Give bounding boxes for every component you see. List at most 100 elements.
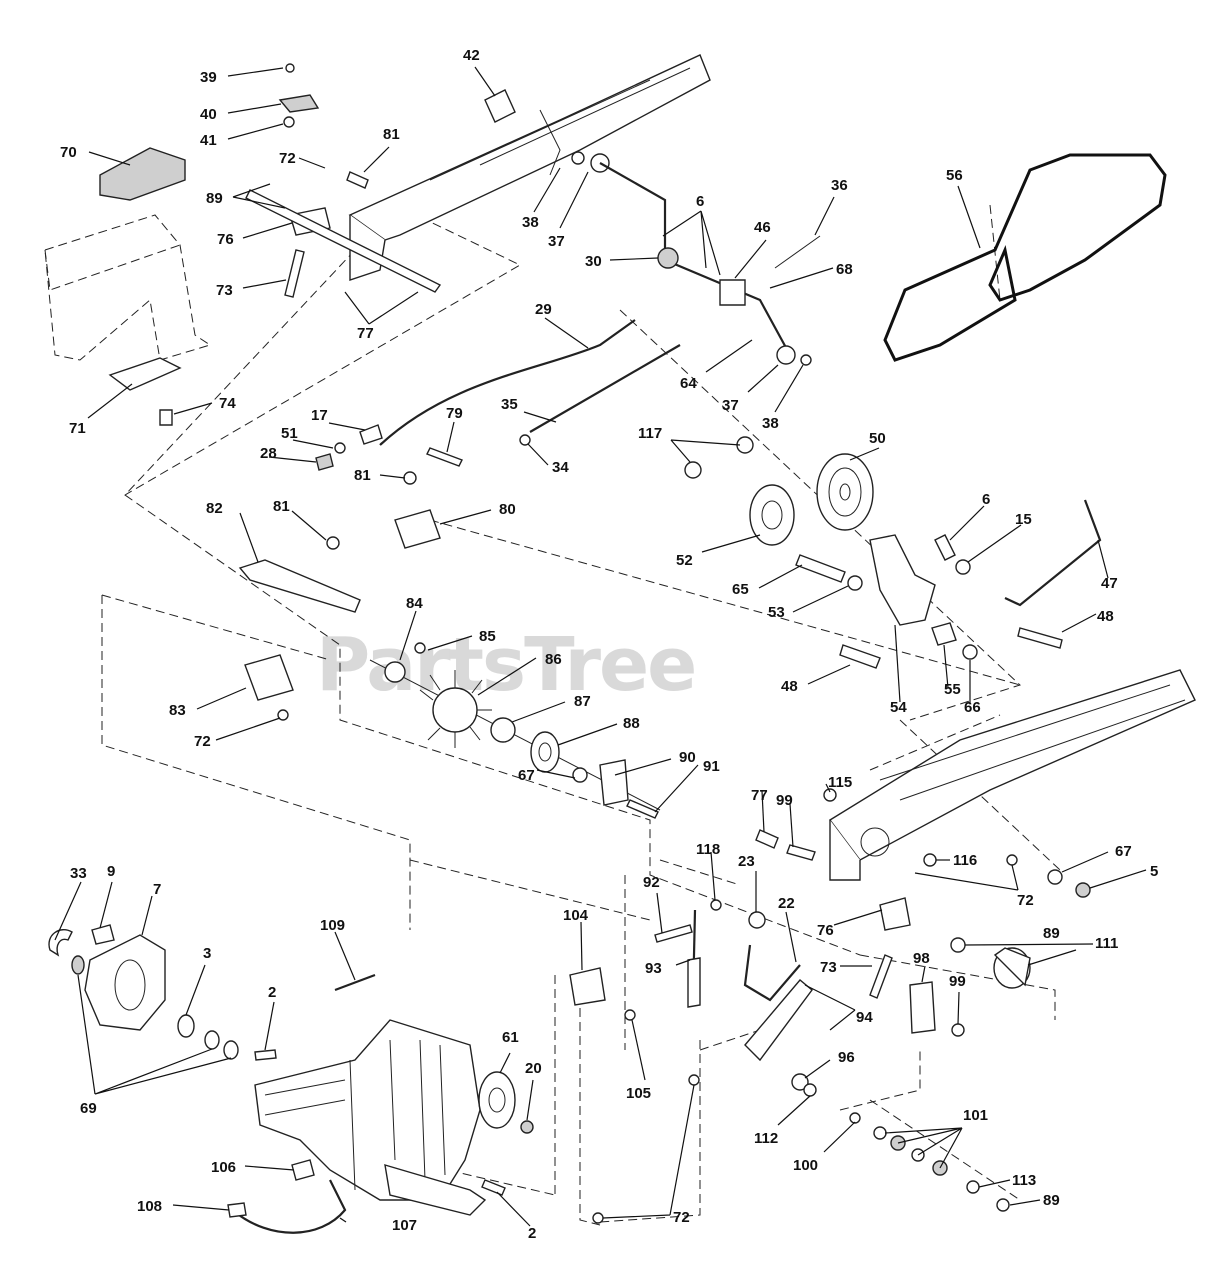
key-part-2b <box>481 1179 506 1196</box>
bracket-part-83 <box>244 654 294 701</box>
washer-part-67b <box>1047 869 1063 885</box>
callout-17: 17 <box>311 407 328 424</box>
callout-40: 40 <box>200 106 217 123</box>
callout-48: 48 <box>1097 608 1114 625</box>
nut-part-118 <box>710 899 722 911</box>
callout-72: 72 <box>1017 892 1034 909</box>
bushing-part-55 <box>931 622 957 646</box>
washer-part-51 <box>334 442 346 454</box>
bushing-part-84 <box>384 661 406 683</box>
callout-9: 9 <box>107 863 115 880</box>
callout-84: 84 <box>406 595 423 612</box>
callout-69: 69 <box>80 1100 97 1117</box>
washer-part-15 <box>955 559 971 575</box>
washer-part-67a <box>572 767 588 783</box>
callout-52: 52 <box>676 552 693 569</box>
callout-81: 81 <box>383 126 400 143</box>
callout-2: 2 <box>268 984 276 1001</box>
callout-81: 81 <box>273 498 290 515</box>
transaxle-part <box>254 1019 487 1216</box>
callout-70: 70 <box>60 144 77 161</box>
callout-71: 71 <box>69 420 86 437</box>
callout-112: 112 <box>754 1130 778 1147</box>
callout-72: 72 <box>673 1209 690 1226</box>
callout-89: 89 <box>206 190 223 207</box>
washer-part-96 <box>791 1073 809 1091</box>
callout-115: 115 <box>828 774 852 791</box>
callout-81: 81 <box>354 467 371 484</box>
callout-86: 86 <box>545 651 562 668</box>
arm-part-82 <box>238 559 361 613</box>
callout-72: 72 <box>194 733 211 750</box>
washer-part-89b <box>950 937 966 953</box>
washer-part-69c <box>223 1040 239 1060</box>
callout-47: 47 <box>1101 575 1118 592</box>
callout-111: 111 <box>1095 935 1118 952</box>
bolt-part-73b <box>869 954 893 999</box>
bolt-part-77b <box>755 829 779 849</box>
washer-part-38b <box>800 354 812 366</box>
pin-part-39 <box>285 63 295 73</box>
callout-37: 37 <box>722 397 739 414</box>
callout-20: 20 <box>525 1060 542 1077</box>
callout-73: 73 <box>820 959 837 976</box>
spring-part-36 <box>774 235 821 269</box>
callout-118: 118 <box>696 841 720 858</box>
callout-28: 28 <box>260 445 277 462</box>
knob-part-23 <box>748 911 766 929</box>
spacer-part-99a <box>786 844 816 861</box>
callout-34: 34 <box>552 459 569 476</box>
nut-part-28 <box>315 453 334 471</box>
callout-6: 6 <box>696 193 704 210</box>
washer-part-117b <box>684 461 702 479</box>
callout-67: 67 <box>1115 843 1132 860</box>
callout-77: 77 <box>751 787 768 804</box>
callout-22: 22 <box>778 895 795 912</box>
pulley-part-61 <box>478 1071 516 1129</box>
nut-part-72c <box>1006 854 1018 866</box>
washer-part-69a <box>71 955 85 975</box>
callout-68: 68 <box>836 261 853 278</box>
cable-part-29 <box>379 319 636 446</box>
callout-5: 5 <box>1150 863 1158 880</box>
washer-part-38a <box>571 151 585 165</box>
spring-part-17 <box>359 424 383 445</box>
washer-part-69b <box>204 1030 220 1050</box>
callout-79: 79 <box>446 405 463 422</box>
roller-part-111 <box>993 947 1031 989</box>
washer-part-30 <box>657 247 679 269</box>
washer-part-99b <box>951 1023 965 1037</box>
callout-91: 91 <box>703 758 720 775</box>
callout-108: 108 <box>137 1198 162 1215</box>
fitting-part-106 <box>291 1159 315 1181</box>
frame-rail-upper <box>348 54 711 281</box>
washer-part-66 <box>962 644 978 660</box>
callout-100: 100 <box>793 1157 818 1174</box>
washer-part-85 <box>414 642 426 654</box>
callout-92: 92 <box>643 874 660 891</box>
bushing-part-87 <box>490 717 516 743</box>
callout-53: 53 <box>768 604 785 621</box>
callout-106: 106 <box>211 1159 236 1176</box>
bolt-part-81a <box>346 171 369 189</box>
callout-33: 33 <box>70 865 87 882</box>
washer-part-3 <box>177 1014 195 1038</box>
bracket-part-104 <box>569 967 606 1006</box>
callout-35: 35 <box>501 396 518 413</box>
callout-41: 41 <box>200 132 217 149</box>
bracket-part-46 <box>719 279 746 306</box>
callout-94: 94 <box>856 1009 873 1026</box>
washer-part-53 <box>847 575 863 591</box>
bolt-part-81b <box>403 471 417 485</box>
key-part-2a <box>254 1049 277 1061</box>
callout-76: 76 <box>817 922 834 939</box>
callout-104: 104 <box>563 907 589 924</box>
callout-46: 46 <box>754 219 771 236</box>
callout-36: 36 <box>831 177 848 194</box>
bolt-part-65 <box>795 554 846 583</box>
bolt-part-48b <box>839 644 881 669</box>
bolt-part-79 <box>426 447 463 467</box>
pulley-part-88 <box>530 731 560 773</box>
washer-part-100 <box>849 1112 861 1124</box>
bracket-part-40 <box>278 94 320 113</box>
